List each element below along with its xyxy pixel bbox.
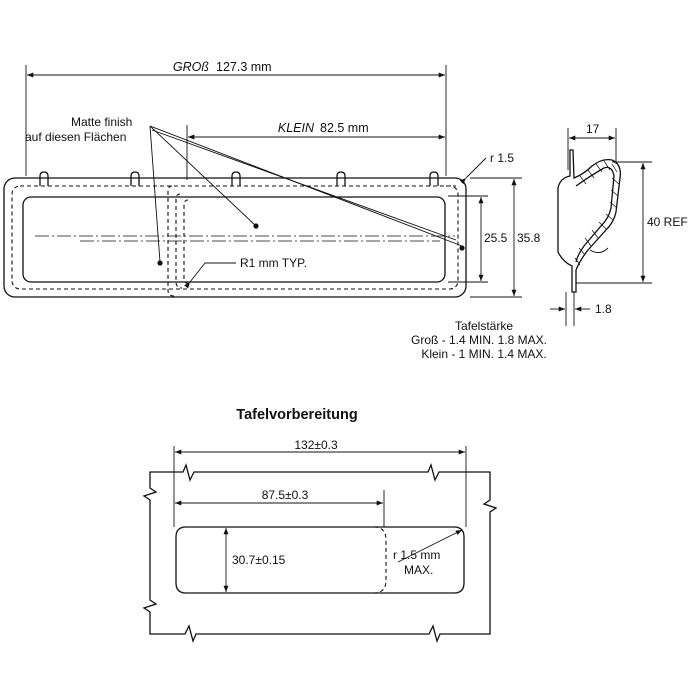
klein-label: KLEIN xyxy=(278,121,315,135)
side-view: 17 40 REF 1.8 Ta xyxy=(411,122,688,361)
dim-255-label: 25.5 xyxy=(484,231,508,245)
side-profile-hatching xyxy=(574,160,620,266)
dim-132-label: 132±0.3 xyxy=(294,438,338,452)
matte-note-line2: auf diesen Flächen xyxy=(25,130,126,144)
dim-17-label: 17 xyxy=(586,122,600,136)
cutout-outline xyxy=(175,526,465,594)
panel-outline xyxy=(142,463,498,643)
radius-typ-label: R1 mm TYP. xyxy=(240,256,307,270)
matte-note-line1: Matte finish xyxy=(71,115,132,129)
dim-875-label: 87.5±0.3 xyxy=(262,488,309,502)
dim-18-label: 1.8 xyxy=(595,302,612,316)
tafel-title: Tafelstärke xyxy=(455,319,513,333)
dim-40ref-label: 40 REF xyxy=(647,215,688,229)
dim-358-label: 35.8 xyxy=(517,231,541,245)
tafel-gross: Groß - 1.4 MIN. 1.8 MAX. xyxy=(411,333,547,347)
frame-outer-outline xyxy=(3,177,467,298)
radius-max-line1: r 1.5 mm xyxy=(393,548,440,562)
top-view: GROß 127.3 mm KLEIN 82.5 mm Matte finish… xyxy=(3,60,541,298)
side-profile xyxy=(557,149,621,293)
gross-value: 127.3 mm xyxy=(216,60,272,74)
mounting-tabs xyxy=(39,171,439,186)
klein-value: 82.5 mm xyxy=(320,121,369,135)
dim-307-label: 30.7±0.15 xyxy=(232,553,286,567)
gross-label: GROß xyxy=(173,60,209,74)
grip-recess-outline xyxy=(22,196,446,283)
cutout-title: Tafelvorbereitung xyxy=(236,407,357,423)
r15-label: r 1.5 xyxy=(490,151,514,165)
cutout-view: Tafelvorbereitung 132±0.3 87.5±0.3 30.7±… xyxy=(142,407,498,643)
tafel-klein: Klein - 1 MIN. 1.4 MAX. xyxy=(421,347,546,361)
radius-max-line2: MAX. xyxy=(404,563,433,577)
